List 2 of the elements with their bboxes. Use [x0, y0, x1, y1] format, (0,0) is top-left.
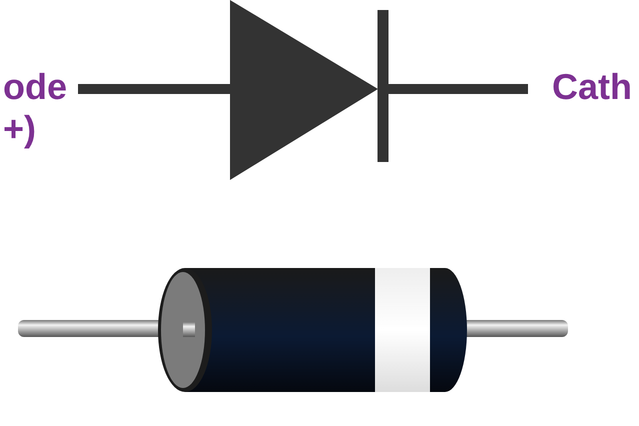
terminal-label: ode +) [3, 66, 68, 150]
terminal-label: Cath [552, 66, 632, 108]
